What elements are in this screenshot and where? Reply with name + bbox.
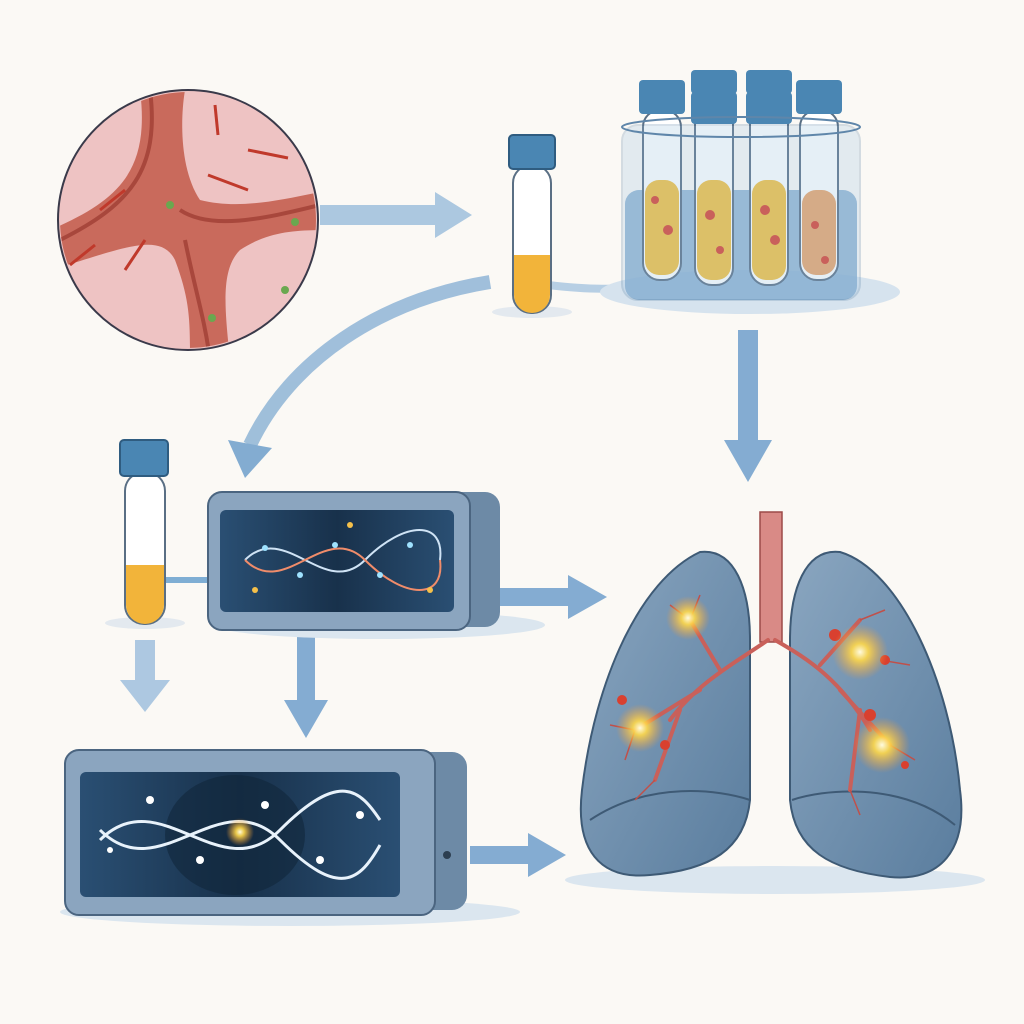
blood-tube-icon [105, 439, 210, 629]
tube-rack-icon [600, 70, 900, 314]
arrow-right-icon [470, 833, 566, 877]
arrow-right-icon [320, 192, 472, 238]
blood-tube-icon [492, 134, 572, 318]
arrow-down-icon [724, 330, 772, 482]
arrow-right-icon [500, 575, 607, 619]
arrow-down-icon [284, 635, 328, 738]
tissue-magnifier-icon [57, 89, 319, 351]
lungs-icon [565, 511, 985, 894]
arrow-down-icon [120, 640, 170, 712]
hotspot-icon [832, 624, 888, 680]
flow-arrows [120, 192, 772, 877]
hotspot-icon [854, 717, 910, 773]
hotspot-icon [666, 596, 710, 640]
curved-arrow-icon [243, 275, 492, 448]
hotspot-icon [616, 704, 664, 752]
sequencer-device-icon [60, 749, 520, 926]
sequencer-device-icon [207, 491, 545, 639]
